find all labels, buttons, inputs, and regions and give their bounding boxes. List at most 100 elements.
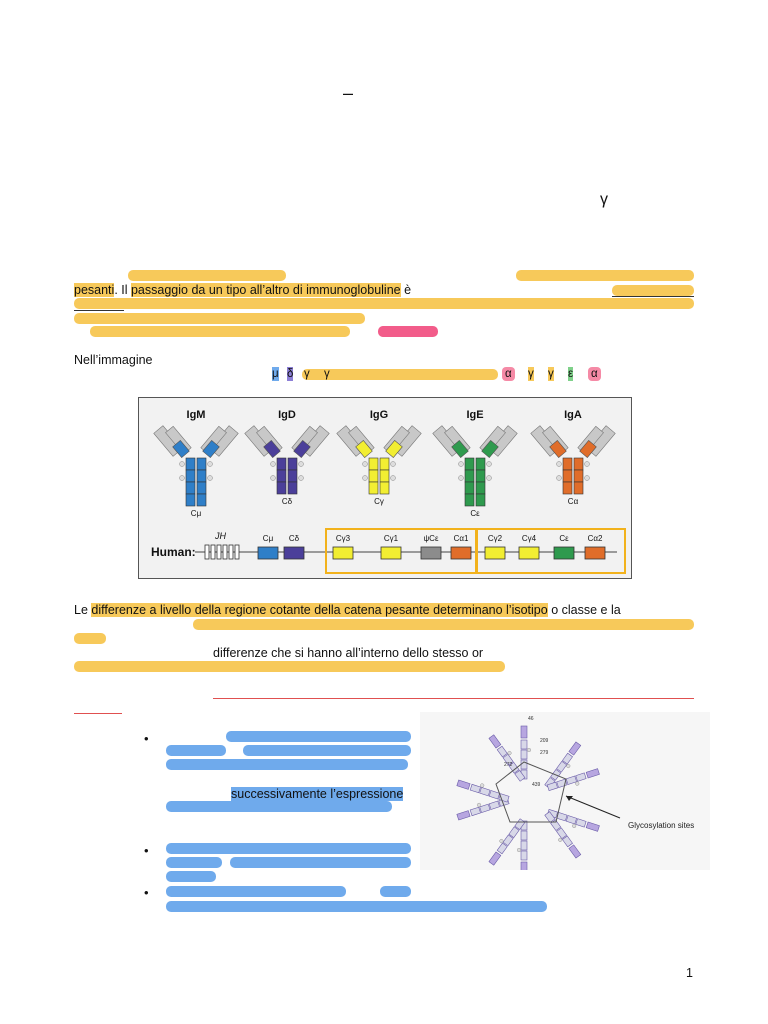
pentamer-arm (488, 818, 526, 866)
highlight-pink (378, 326, 438, 337)
antibody-name: IgD (278, 409, 296, 421)
highlight-bar (193, 619, 694, 630)
highlight-bar (74, 313, 365, 324)
antibody-iga: IgA Cα (530, 409, 616, 506)
paragraph-2-line-1: Le differenze a livello della regione co… (74, 603, 694, 617)
word-pesanti: pesanti (74, 283, 115, 297)
antibody-igg: IgG Cγ (336, 409, 422, 506)
text-il: . Il (114, 283, 131, 297)
gene-segment: Cγ3 (332, 534, 354, 560)
pentamer-arm (488, 734, 526, 782)
greek-mu: μ (272, 367, 279, 381)
constant-region-label: Cγ (374, 497, 384, 506)
gene-segment: Cδ (283, 534, 305, 560)
igm-pentamer-figure: 46 209 272 279 439 Glycosylation sites (420, 712, 710, 875)
gene-label: Cα1 (454, 534, 469, 543)
highlight-bar (302, 369, 498, 380)
gene-label: Cε (559, 534, 569, 543)
greek-gamma: γ (304, 368, 310, 380)
highlight-bar (90, 326, 350, 337)
pentamer-arm (544, 741, 582, 789)
highlight-blue (166, 886, 346, 897)
greek-gamma: γ (548, 367, 554, 381)
glycosylation-label: Glycosylation sites (628, 821, 694, 830)
gamma-symbol: γ (600, 191, 608, 208)
highlight-blue (166, 843, 411, 854)
successivamente-phrase: successivamente l’espressione (231, 787, 404, 801)
pentamer-arm (517, 820, 528, 875)
section-underline (74, 713, 122, 714)
highlight-blue (166, 759, 408, 770)
underline (612, 296, 694, 297)
text-rest: o classe e la (547, 603, 621, 617)
label-272: 272 (504, 762, 513, 768)
label-439: 439 (532, 782, 541, 788)
igm-pentamer-diagram: 46 209 272 279 439 Glycosylation sites (456, 716, 694, 875)
highlight-blue (166, 745, 226, 756)
header-dash: – (343, 83, 354, 103)
antibody-name: IgE (466, 409, 483, 421)
gene-label: ψCε (423, 534, 438, 543)
pentamer-core (495, 761, 567, 823)
pentamer-arm (456, 779, 510, 803)
antibody-name: IgM (187, 409, 206, 421)
greek-delta: δ (287, 367, 294, 381)
paragraph-1-line-2: pesanti. Il passaggio da un tipo all’alt… (74, 283, 411, 297)
gene-label: Cα2 (588, 534, 603, 543)
jh-segments (204, 544, 240, 560)
label-279: 279 (540, 750, 549, 756)
gene-label: Cδ (289, 534, 300, 543)
highlight-blue (226, 731, 411, 742)
highlight-blue (166, 901, 547, 912)
nell-immagine-text: Nell’immagine (74, 353, 153, 367)
antibody-name: IgG (370, 409, 388, 421)
glyco-arrow (565, 795, 621, 819)
antibody-name: IgA (564, 409, 582, 421)
pentamer-arm (544, 811, 582, 859)
highlight-blue (243, 745, 411, 756)
gene-segment: Cα1 (450, 534, 472, 560)
label-46: 46 (528, 716, 534, 722)
text-le: Le (74, 603, 92, 617)
gene-segment: Cμ (257, 534, 279, 560)
highlight-bar (128, 270, 286, 281)
highlight-blue (166, 801, 392, 812)
paragraph-2-line-3: differenze che si hanno all’interno dell… (213, 646, 484, 660)
underline (74, 310, 124, 311)
highlight-bar (74, 298, 694, 309)
gene-label: Cμ (263, 534, 274, 543)
greek-gamma: γ (528, 367, 534, 381)
gene-segment: Cα2 (584, 534, 606, 560)
antibody-igm: IgM Cμ (153, 409, 239, 518)
greek-alpha: α (502, 367, 515, 381)
highlight-blue (166, 871, 216, 882)
gene-label: Cγ3 (336, 534, 351, 543)
greek-gamma: γ (324, 368, 330, 380)
bullet-marker: • (144, 885, 149, 900)
label-209: 209 (540, 738, 549, 744)
constant-region-label: Cδ (282, 497, 293, 506)
text-e: è (400, 283, 412, 297)
gene-segment: ψCε (420, 534, 442, 560)
gene-cluster-box (476, 528, 626, 574)
greek-epsilon: ε (568, 367, 574, 381)
human-label: Human: (151, 545, 196, 559)
gene-segment: Cγ2 (484, 534, 506, 560)
highlight-blue (166, 857, 222, 868)
highlight-bar (612, 285, 694, 296)
highlight-bar (74, 661, 505, 672)
gene-segment: Cγ4 (518, 534, 540, 560)
glyco-arrowhead (566, 796, 573, 801)
section-underline (213, 698, 694, 699)
constant-region-label: Cα (568, 497, 579, 506)
constant-region-label: Cμ (191, 509, 202, 518)
phrase-passaggio: passaggio da un tipo all’altro di immuno… (130, 283, 401, 297)
highlight-blue (380, 886, 411, 897)
page-number: 1 (686, 966, 693, 980)
highlight-blue (230, 857, 411, 868)
bullet-marker: • (144, 843, 149, 858)
gene-segment: Cγ1 (380, 534, 402, 560)
successivamente-text: successivamente l’espressione (231, 787, 404, 801)
